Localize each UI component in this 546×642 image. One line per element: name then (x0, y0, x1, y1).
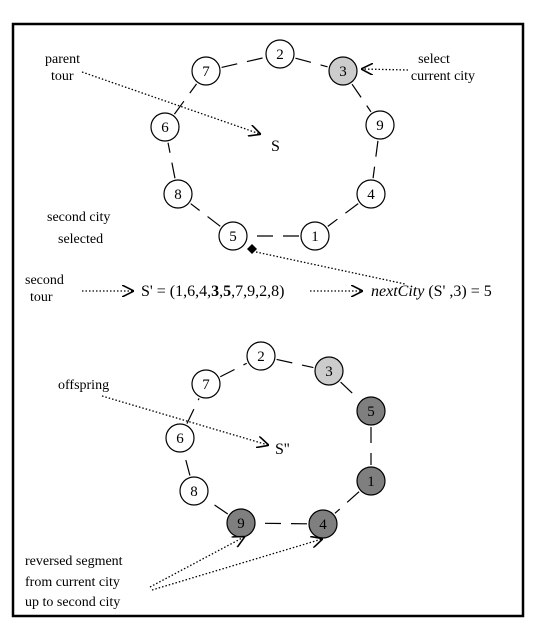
parent-tour-city-node-8: 8 (163, 179, 193, 209)
offspring-tour-city-label: 9 (237, 516, 245, 532)
offspring-tour-edge (186, 398, 200, 424)
parent-tour-city-label: 2 (276, 47, 284, 63)
offspring-tour-city-circle (246, 341, 276, 371)
top-center-label: S (271, 138, 280, 155)
reversed-segment-line2: from current city (25, 575, 120, 590)
parent-tour-city-label: 6 (161, 120, 169, 136)
parent-tour-label-line2: tour (51, 69, 74, 84)
offspring-tour-city-circle (314, 356, 344, 386)
offspring-label: offspring (58, 378, 109, 393)
parent-tour-city-label: 3 (339, 64, 347, 80)
select-current-city-line2: current city (411, 69, 475, 84)
parent-tour-city-circle (300, 221, 330, 251)
offspring-tour-city-label: 8 (190, 484, 198, 500)
parent-tour-edge (190, 203, 221, 227)
offspring-tour-city-node-4: 4 (308, 509, 338, 539)
parent-tour-city-node-3: 3 (328, 56, 358, 86)
parent-tour-city-label: 8 (174, 187, 182, 203)
parent-tour-city-circle (328, 56, 358, 86)
tour-edges (183, 358, 372, 525)
parent-tour-city-circle (356, 179, 386, 209)
offspring-tour-diagram: 2 3 5 1 4 9 8 6 7 (165, 341, 386, 539)
parent-tour-city-label: 1 (311, 229, 319, 245)
offspring-tour-city-circle (165, 423, 195, 453)
offspring-tour-edge (334, 491, 360, 514)
second-tour-line1: second (25, 273, 64, 288)
parent-tour-label-line1: parent (45, 52, 80, 67)
offspring-tour-city-circle (356, 396, 386, 426)
offspring-tour-city-node-8: 8 (179, 476, 209, 506)
offspring-tour-city-node-3: 3 (314, 356, 344, 386)
bottom-center-label: S'' (275, 441, 290, 458)
offspring-tour-city-node-9: 9 (226, 508, 256, 538)
parent-tour-city-circle (150, 112, 180, 142)
parent-tour-city-circle (365, 110, 395, 140)
second-tour-line2: tour (30, 290, 53, 305)
offspring-tour-city-label: 7 (202, 377, 210, 393)
offspring-tour-edge (183, 453, 191, 476)
parent-tour-edge (295, 57, 328, 68)
offspring-tour-edge (276, 358, 314, 369)
selection-diamond (247, 244, 257, 254)
offspring-tour-edge (256, 522, 308, 525)
parent-tour-city-node-6: 6 (150, 112, 180, 142)
next-city-expression: nextCity (S' ,3) = 5 (371, 283, 492, 300)
parent-tour-diagram: 2 3 9 4 1 5 8 6 7 (150, 39, 395, 251)
offspring-tour-city-circle (179, 476, 209, 506)
offspring-tour-city-node-2: 2 (246, 341, 276, 371)
parent-tour-city-node-7: 7 (191, 56, 221, 86)
offspring-tour-city-circle (191, 369, 221, 399)
offspring-tour-city-label: 5 (367, 404, 375, 420)
parent-tour-edge (173, 83, 198, 115)
parent-tour-city-label: 9 (376, 118, 384, 134)
offspring-tour-edge (206, 499, 229, 515)
parent-tour-city-node-4: 4 (356, 179, 386, 209)
second-tour-sequence: S' = (1,6,4,3,5,7,9,2,8) (141, 283, 284, 300)
reversed-segment-line3: up to second city (25, 595, 120, 610)
parent-tour-city-node-2: 2 (265, 39, 295, 69)
parent-tour-city-label: 5 (229, 229, 237, 245)
parent-tour-city-circle (218, 221, 248, 251)
select-current-city-line1: select (418, 52, 450, 67)
offspring-tour-city-label: 6 (176, 431, 184, 447)
second-city-selected-line2: selected (58, 232, 103, 247)
reversed-segment-line1: reversed segment (25, 554, 123, 569)
parent-tour-edge (221, 56, 265, 69)
parent-tour-city-circle (191, 56, 221, 86)
parent-tour-city-node-5: 5 (218, 221, 248, 251)
select-current-city-arrow (362, 69, 409, 70)
parent-tour-city-label: 4 (367, 187, 375, 203)
parent-tour-edge (372, 140, 379, 179)
offspring-tour-city-label: 2 (257, 349, 265, 365)
tour-nodes: 2 3 9 4 1 5 8 6 7 (150, 39, 395, 251)
offspring-tour-city-label: 1 (367, 474, 375, 490)
offspring-tour-city-node-6: 6 (165, 423, 195, 453)
offspring-tour-edge (340, 381, 360, 401)
parent-tour-edge (327, 203, 359, 227)
parent-tour-city-node-9: 9 (365, 110, 395, 140)
second-city-selected-line1: second city (47, 210, 110, 225)
offspring-tour-city-node-5: 5 (356, 396, 386, 426)
parent-tour-edge (351, 83, 372, 113)
parent-tour-city-label: 7 (202, 64, 210, 80)
offspring-tour-city-label: 4 (319, 517, 327, 533)
parent-tour-edge (167, 142, 176, 179)
tour-nodes: 2 3 5 1 4 9 8 6 7 (165, 341, 386, 539)
parent-tour-city-circle (265, 39, 295, 69)
offspring-tour-edge (219, 362, 248, 378)
next-city-link (255, 251, 406, 285)
offspring-tour-city-circle (356, 466, 386, 496)
reversed-segment-arrow-to-9 (149, 537, 244, 588)
tour-edges (167, 56, 379, 237)
figure-frame (11, 22, 525, 618)
offspring-tour-city-label: 3 (325, 364, 333, 380)
offspring-tour-city-node-7: 7 (191, 369, 221, 399)
parent-tour-city-node-1: 1 (300, 221, 330, 251)
offspring-tour-city-node-1: 1 (356, 466, 386, 496)
reversed-segment-arrow-to-4 (151, 539, 322, 591)
offspring-arrow (101, 395, 268, 445)
parent-tour-city-circle (163, 179, 193, 209)
